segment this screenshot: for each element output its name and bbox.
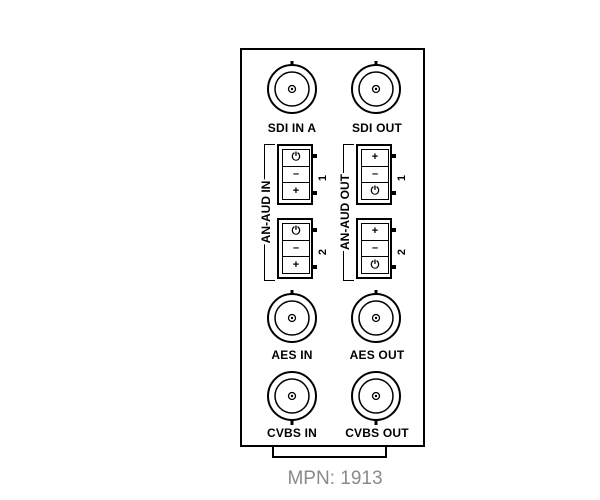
an-aud-in-2-terminal-block[interactable]: ⏻ – + <box>277 218 317 279</box>
aes-out-bnc-connector[interactable] <box>350 290 402 344</box>
panel-mounting-tab <box>272 446 387 458</box>
plus-pin: + <box>292 258 300 271</box>
ground-pin: ⏻ <box>370 258 380 271</box>
aes-in-label: AES IN <box>271 348 313 362</box>
plus-pin: + <box>362 224 388 241</box>
cvbs-out-bnc-connector[interactable] <box>350 370 402 425</box>
sdi-in-a-label: SDI IN A <box>267 121 317 135</box>
an-aud-in-channel-2: 2 <box>317 248 329 256</box>
aes-in-bnc-connector[interactable] <box>266 290 318 344</box>
sdi-in-a-bnc-connector[interactable] <box>266 61 318 115</box>
an-aud-in-channel-1: 1 <box>317 174 329 182</box>
mpn-label: MPN: 1913 <box>287 468 383 489</box>
minus-pin: – <box>283 241 309 258</box>
minus-pin: – <box>362 167 388 184</box>
aes-out-label: AES OUT <box>349 348 405 362</box>
an-aud-out-1-terminal-block[interactable]: + – ⏻ <box>356 144 396 205</box>
terminal-tab <box>312 154 317 158</box>
terminal-tab <box>312 228 317 232</box>
cvbs-out-label: CVBS OUT <box>345 426 409 440</box>
an-aud-out-2-terminal-block[interactable]: + – ⏻ <box>356 218 396 279</box>
terminal-tab <box>391 228 396 232</box>
terminal-tab <box>391 154 396 158</box>
terminal-tab <box>312 191 317 195</box>
an-aud-out-label: AN-AUD OUT <box>338 173 352 251</box>
terminal-tab <box>391 265 396 269</box>
cvbs-in-bnc-connector[interactable] <box>266 370 318 425</box>
terminal-tab <box>312 265 317 269</box>
minus-pin: – <box>362 241 388 258</box>
ground-pin: ⏻ <box>370 184 380 197</box>
an-aud-out-channel-1: 1 <box>396 174 408 182</box>
sdi-out-label: SDI OUT <box>351 121 403 135</box>
minus-pin: – <box>283 167 309 184</box>
ground-pin: ⏻ <box>283 150 309 167</box>
sdi-out-bnc-connector[interactable] <box>350 61 402 115</box>
module-panel <box>240 48 425 447</box>
an-aud-out-channel-2: 2 <box>396 248 408 256</box>
plus-pin: + <box>362 150 388 167</box>
terminal-tab <box>391 191 396 195</box>
cvbs-in-label: CVBS IN <box>266 426 318 440</box>
an-aud-in-1-terminal-block[interactable]: ⏻ – + <box>277 144 317 205</box>
ground-pin: ⏻ <box>283 224 309 241</box>
an-aud-in-label: AN-AUD IN <box>259 179 273 245</box>
plus-pin: + <box>292 184 300 197</box>
